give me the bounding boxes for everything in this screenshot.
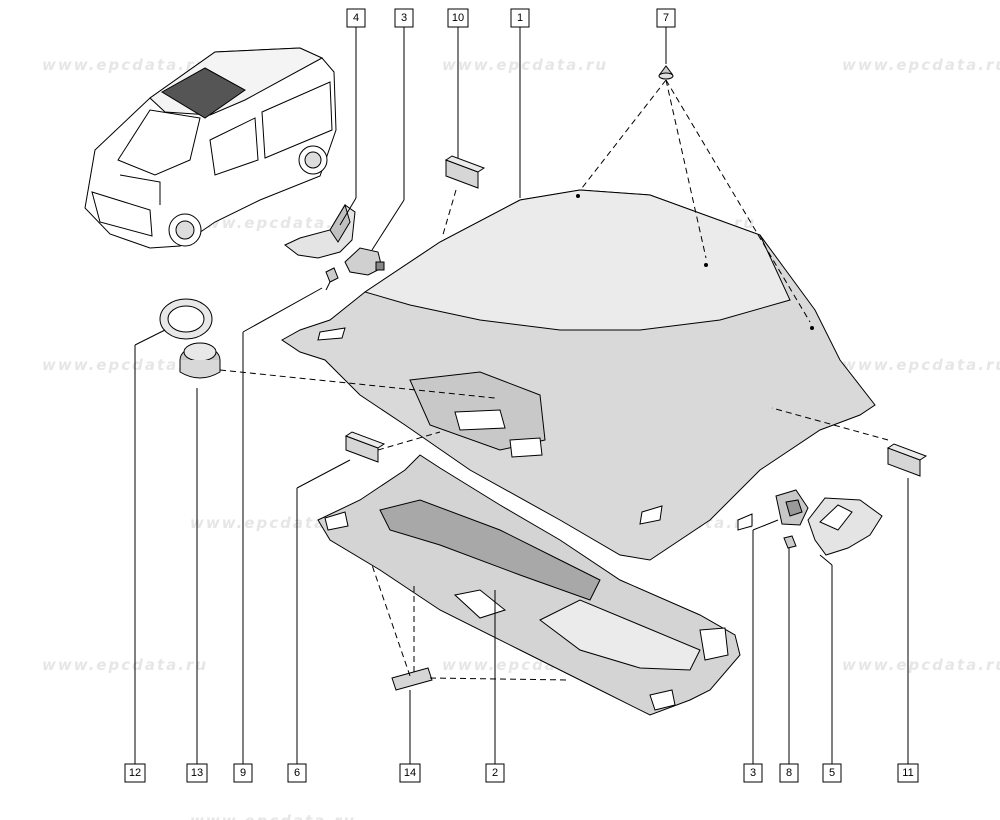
pad-part-14 xyxy=(391,667,433,691)
bracket-part-4 xyxy=(284,203,356,259)
watermark: www.epcdata.ru xyxy=(842,356,1000,374)
watermark: www.epcdata.ru xyxy=(842,56,1000,74)
callout-5: 5 xyxy=(822,763,842,783)
pad-part-6 xyxy=(344,431,386,463)
headliner-part-1 xyxy=(281,189,876,561)
clip-part-7 xyxy=(658,65,674,80)
assembly-lines xyxy=(219,79,889,681)
clip-part-3-right xyxy=(775,489,809,526)
callout-8: 8 xyxy=(779,763,799,783)
cap-part-13 xyxy=(179,342,221,379)
callout-3-top: 3 xyxy=(394,8,414,28)
screw-part-9 xyxy=(325,267,339,291)
watermark: www.epcdata.ru xyxy=(190,812,356,820)
callout-3-bottom: 3 xyxy=(743,763,763,783)
watermark: www.epcdata.ru xyxy=(842,656,1000,674)
callout-label: 2 xyxy=(492,767,498,779)
clip-part-3-top xyxy=(344,247,385,276)
callout-6: 6 xyxy=(287,763,307,783)
roof-console-part-2 xyxy=(317,454,741,716)
callout-label: 8 xyxy=(786,767,792,779)
callout-label: 1 xyxy=(517,12,523,24)
callout-label: 4 xyxy=(353,12,359,24)
pad-part-10 xyxy=(444,155,486,189)
callout-10: 10 xyxy=(447,8,469,28)
cover-part-5 xyxy=(807,497,883,556)
watermark: www.epcdata.ru xyxy=(190,214,356,232)
callout-7: 7 xyxy=(656,8,676,28)
ring-part-12 xyxy=(159,298,213,340)
callout-label: 6 xyxy=(294,767,300,779)
callout-label: 9 xyxy=(240,767,246,779)
callout-label: 11 xyxy=(902,767,913,779)
watermark: www.epcdata.ru xyxy=(42,656,208,674)
callout-label: 7 xyxy=(663,12,669,24)
leader-lines xyxy=(134,27,909,764)
pad-part-11 xyxy=(886,443,928,477)
callout-9: 9 xyxy=(233,763,253,783)
callout-1: 1 xyxy=(510,8,530,28)
callout-label: 10 xyxy=(452,12,464,24)
screw-part-8 xyxy=(783,535,797,549)
callout-14: 14 xyxy=(399,763,421,783)
callout-4: 4 xyxy=(346,8,366,28)
callout-label: 14 xyxy=(404,767,416,779)
watermark: www.epcdata.ru xyxy=(442,56,608,74)
vehicle-illustration xyxy=(84,47,337,249)
watermark: www.epcdata.ru xyxy=(42,56,208,74)
callout-label: 13 xyxy=(191,767,203,779)
callout-11: 11 xyxy=(897,763,919,783)
callout-label: 12 xyxy=(129,767,141,779)
callout-13: 13 xyxy=(186,763,208,783)
callout-label: 3 xyxy=(401,12,407,24)
watermark: www.epcdata.ru xyxy=(42,356,208,374)
callout-2: 2 xyxy=(485,763,505,783)
watermark: www.epcdata.ru xyxy=(190,514,356,532)
callout-label: 5 xyxy=(829,767,835,779)
callout-12: 12 xyxy=(124,763,146,783)
callout-label: 3 xyxy=(750,767,756,779)
